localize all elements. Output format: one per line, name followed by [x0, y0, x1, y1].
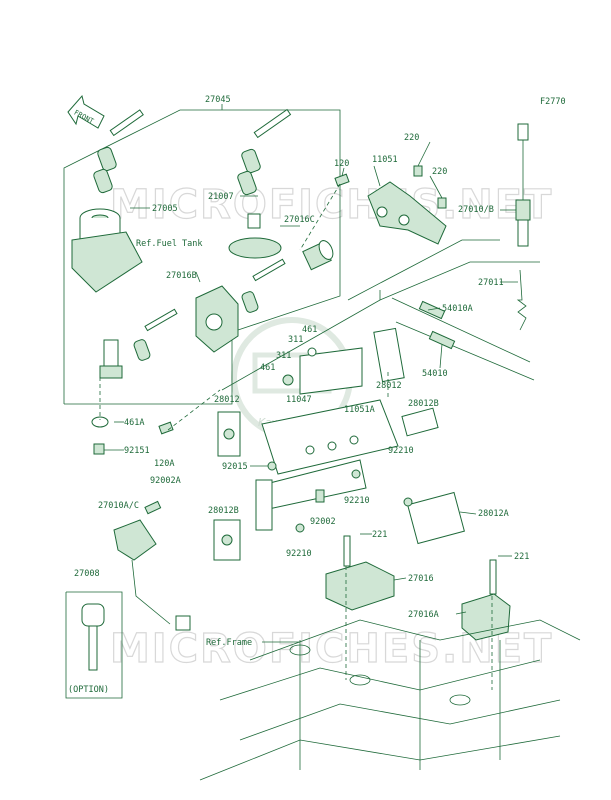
lock-27016a [461, 593, 511, 641]
nut-92210-b [403, 497, 413, 507]
seat-lock [195, 285, 239, 353]
spring-27011 [516, 269, 527, 331]
label-27045: 27045 [205, 95, 231, 105]
label-220-a: 220 [404, 133, 419, 143]
label-120a: 120A [154, 459, 174, 469]
label-120: 120 [334, 159, 349, 169]
label-92210-c: 92210 [286, 549, 312, 559]
label-27010ac: 27010A/C [98, 501, 139, 511]
bolt-120a [158, 421, 174, 435]
label-221-b: 221 [514, 552, 529, 562]
mount-plate [255, 399, 399, 531]
fuel-cap [228, 213, 282, 259]
switch-27010b [515, 123, 531, 247]
label-27010b: 27010/B [458, 205, 494, 215]
nut-461 [282, 374, 294, 386]
label-option: (OPTION) [68, 685, 109, 695]
pad-28012b-bottom [213, 519, 241, 561]
key-icon-mid-right [241, 258, 286, 313]
label-ref-fuel-tank: Ref.Fuel Tank [136, 239, 203, 249]
pad-28012b-top [401, 407, 439, 437]
label-92151: 92151 [124, 446, 150, 456]
cable-54010a [391, 297, 531, 363]
key-icon-top-right [237, 108, 292, 196]
label-220-b: 220 [432, 167, 447, 177]
key-icon-top-left [93, 109, 144, 194]
bolt-92002 [315, 489, 325, 503]
lock-cylinder [302, 240, 334, 271]
nut-92210-a [351, 469, 361, 479]
label-28012-left: 28012 [214, 395, 240, 405]
label-27016a: 27016A [408, 610, 439, 620]
label-461-b: 461 [260, 363, 275, 373]
nut-92210-c [295, 523, 305, 533]
bolt-221-b [489, 559, 497, 595]
label-92015: 92015 [222, 462, 248, 472]
label-311-b: 311 [276, 351, 291, 361]
frame-sketch [199, 619, 581, 781]
label-92210-a: 92210 [388, 446, 414, 456]
label-28012b-top: 28012B [408, 399, 439, 409]
ignition-switch [71, 208, 143, 379]
label-54010: 54010 [422, 369, 448, 379]
bolt-220-a [413, 165, 423, 177]
pad-28012-left [217, 411, 241, 457]
key-blank-icon [81, 603, 105, 671]
label-461a: 461A [124, 418, 144, 428]
label-221-a: 221 [372, 530, 387, 540]
label-92002: 92002 [310, 517, 336, 527]
nut-92015 [267, 461, 277, 471]
switch-27010ac [113, 519, 191, 631]
label-92210-b: 92210 [344, 496, 370, 506]
washer-461a [91, 416, 109, 428]
ignition-set-box [63, 109, 341, 405]
pad-28012a [407, 491, 465, 545]
label-27016c: 27016C [284, 215, 315, 225]
label-28012a: 28012A [478, 509, 509, 519]
option-key-box [65, 591, 123, 699]
label-11047: 11047 [286, 395, 312, 405]
bracket-11051 [367, 181, 447, 245]
label-92002a: 92002A [150, 476, 181, 486]
label-11051a: 11051A [344, 405, 375, 415]
lock-27016 [325, 561, 395, 611]
bolt-92151 [93, 443, 105, 455]
front-arrow-icon: FRONT [67, 94, 105, 129]
bolt-120 [334, 173, 350, 187]
bolt-92002a [144, 500, 162, 515]
label-27011: 27011 [478, 278, 504, 288]
pad-28012-upper [373, 327, 405, 383]
washer-311 [307, 347, 317, 357]
watermark-top: MICROFICHES.NET [110, 182, 553, 228]
bracket-group-box [347, 239, 500, 301]
label-28012-upper: 28012 [376, 381, 402, 391]
bolt-220-b [437, 197, 447, 209]
label-311-a: 311 [288, 335, 303, 345]
bracket-11047 [299, 347, 363, 395]
key-icon-mid-left [133, 308, 178, 361]
label-461-a: 461 [302, 325, 317, 335]
label-ref-frame: Ref.Frame [206, 638, 252, 648]
label-28012b-bottom: 28012B [208, 506, 239, 516]
label-27016b: 27016B [166, 271, 197, 281]
cable-54010 [395, 321, 535, 381]
label-27016: 27016 [408, 574, 434, 584]
label-27005: 27005 [152, 204, 178, 214]
label-54010a: 54010A [442, 304, 473, 314]
diagram-id: F2770 [540, 97, 566, 107]
label-27008: 27008 [74, 569, 100, 579]
label-11051: 11051 [372, 155, 398, 165]
label-21007: 21007 [208, 192, 234, 202]
bolt-221-a [343, 535, 351, 567]
